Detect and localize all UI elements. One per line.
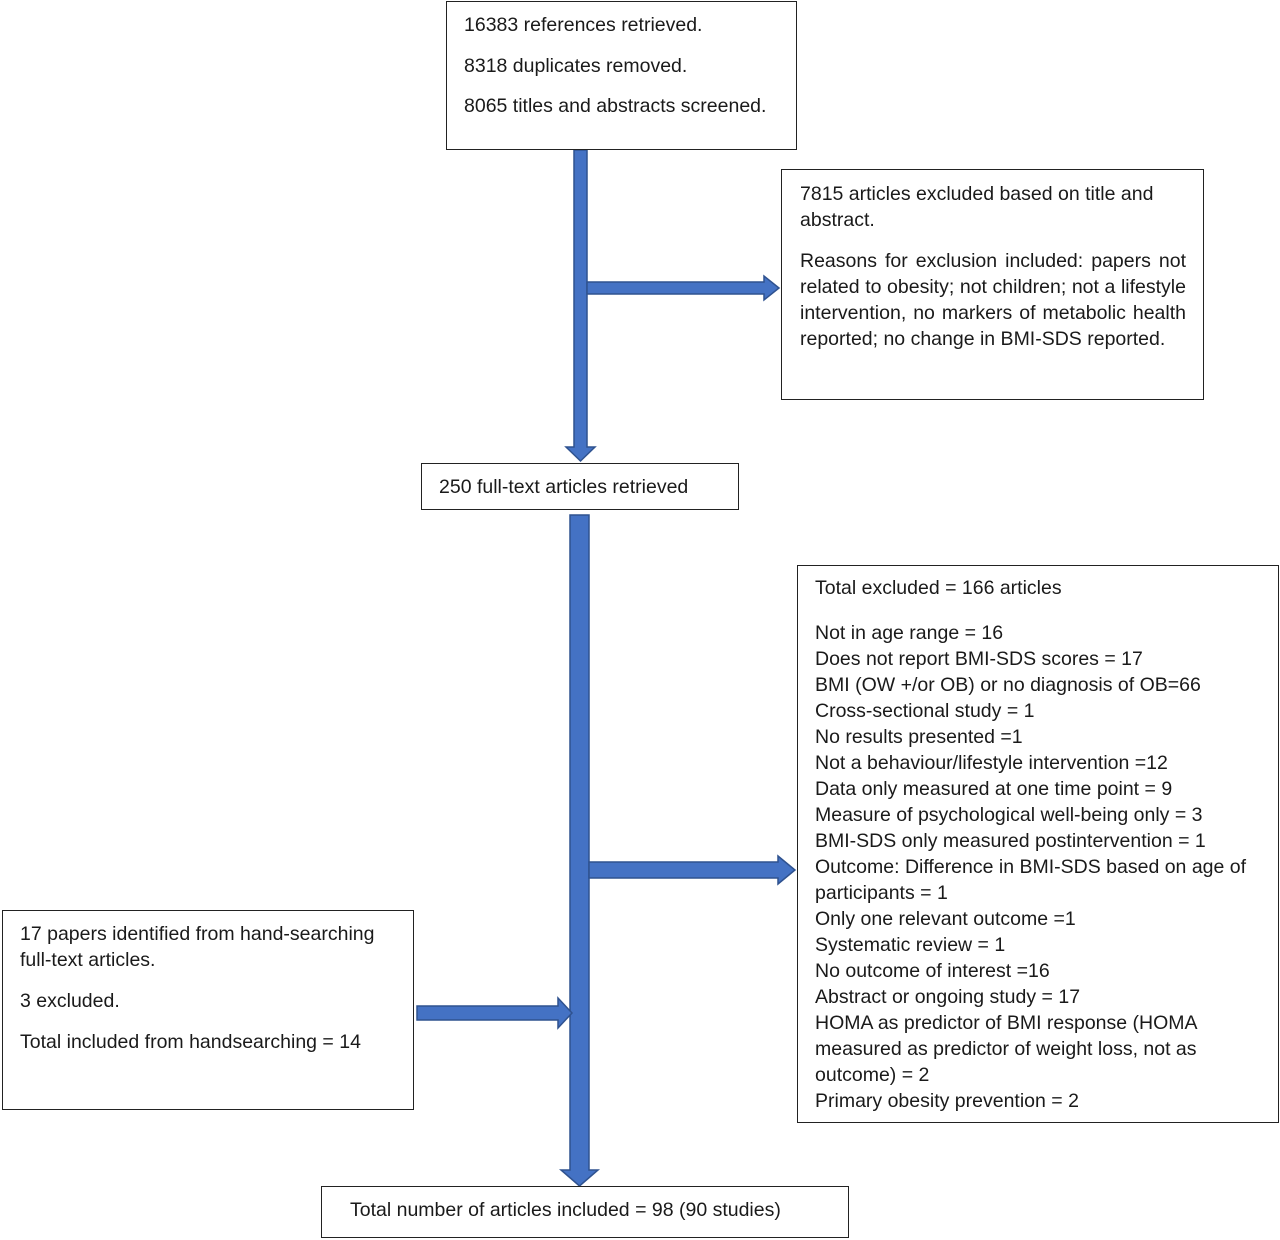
exclusion-reason-item: Measure of psychological well-being only…	[815, 804, 1203, 826]
exclusion-reason-item: Not a behaviour/lifestyle intervention =…	[815, 752, 1168, 774]
exclusion-reason-item: Not in age range = 16	[815, 622, 1004, 644]
exclusion-reason-item: Outcome: Difference in BMI-SDS based on …	[815, 856, 1247, 904]
exclusion-reasons-list: Not in age range = 16 Does not report BM…	[815, 620, 1264, 1114]
exclusion-reason-item: Abstract or ongoing study = 17	[815, 986, 1081, 1008]
references-retrieved-box: 16383 references retrieved. 8318 duplica…	[446, 1, 797, 150]
total-included-box: Total number of articles included = 98 (…	[321, 1186, 849, 1238]
exclusion-reason-item: Cross-sectional study = 1	[815, 700, 1035, 722]
articles-excluded-text: 7815 articles excluded based on title an…	[800, 183, 1154, 231]
fulltext-retrieved-text: 250 full-text articles retrieved	[439, 476, 689, 498]
handsearch-included-text: Total included from handsearching = 14	[20, 1031, 361, 1053]
exclusion-reason-item: Data only measured at one time point = 9	[815, 778, 1173, 800]
fulltext-retrieved-box: 250 full-text articles retrieved	[421, 463, 739, 510]
exclusion-reason-item: BMI (OW +/or OB) or no diagnosis of OB=6…	[815, 674, 1201, 696]
arrow-right-to-title-exclusion	[586, 274, 781, 302]
total-included-text: Total number of articles included = 98 (…	[350, 1199, 781, 1221]
titles-screened-text: 8065 titles and abstracts screened.	[464, 95, 767, 117]
exclusion-reason-item: BMI-SDS only measured postintervention =…	[815, 830, 1206, 852]
handsearch-box: 17 papers identified from hand-searching…	[2, 910, 414, 1110]
exclusion-reasons-text: Reasons for exclusion included: papers n…	[800, 250, 1186, 350]
arrow-right-from-handsearch	[416, 996, 574, 1030]
arrow-down-to-fulltext	[564, 149, 597, 463]
references-retrieved-text: 16383 references retrieved.	[464, 14, 703, 36]
exclusion-reason-item: Only one relevant outcome =1	[815, 908, 1076, 930]
exclusion-reason-item: No outcome of interest =16	[815, 960, 1050, 982]
handsearch-excluded-text: 3 excluded.	[20, 990, 120, 1012]
arrow-right-to-total-excluded	[588, 854, 797, 886]
handsearch-identified-text: 17 papers identified from hand-searching…	[20, 923, 375, 971]
total-excluded-heading: Total excluded = 166 articles	[815, 577, 1062, 599]
exclusion-reason-item: Does not report BMI-SDS scores = 17	[815, 648, 1143, 670]
title-abstract-exclusion-box: 7815 articles excluded based on title an…	[781, 169, 1204, 400]
exclusion-reason-item: Systematic review = 1	[815, 934, 1006, 956]
duplicates-removed-text: 8318 duplicates removed.	[464, 55, 688, 77]
arrow-down-to-final	[558, 514, 601, 1187]
exclusion-reason-item: No results presented =1	[815, 726, 1023, 748]
exclusion-reason-item: HOMA as predictor of BMI response (HOMA …	[815, 1012, 1197, 1086]
total-excluded-box: Total excluded = 166 articles Not in age…	[797, 565, 1279, 1123]
exclusion-reason-item: Primary obesity prevention = 2	[815, 1090, 1079, 1112]
